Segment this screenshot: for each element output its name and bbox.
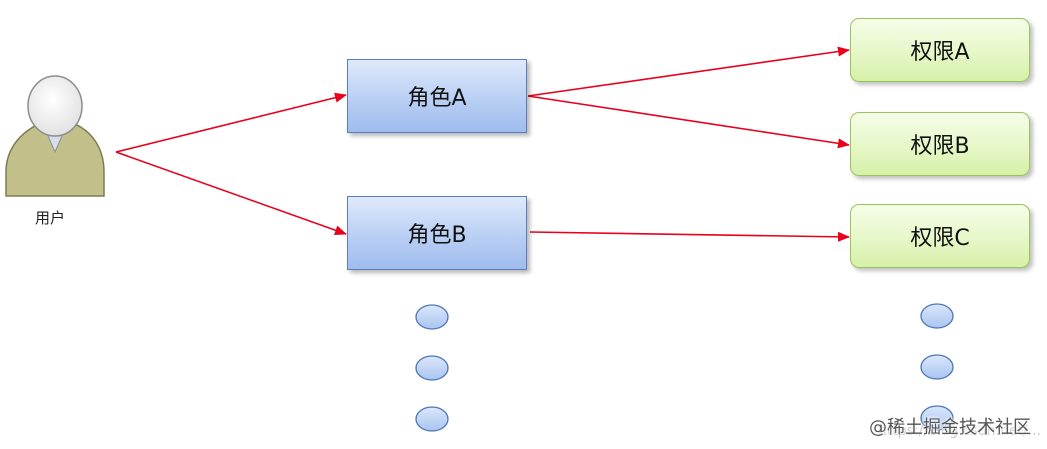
ellipsis-dot bbox=[415, 355, 449, 381]
arrow-role-a-to-permission-a bbox=[527, 46, 850, 97]
arrow-role-a-to-permission-b bbox=[527, 95, 850, 149]
permission-node-c: 权限C bbox=[850, 204, 1030, 268]
ellipsis-dot bbox=[920, 405, 954, 431]
ellipsis-dot bbox=[920, 303, 954, 329]
connector-arrows bbox=[115, 46, 850, 242]
user-icon bbox=[5, 75, 105, 197]
role-node-a: 角色A bbox=[347, 59, 527, 133]
role-node-b: 角色B bbox=[347, 196, 527, 270]
user-head-shape bbox=[27, 75, 83, 137]
permission-ellipsis bbox=[920, 303, 954, 431]
permission-node-a: 权限A bbox=[850, 18, 1030, 82]
watermark-text: @稀土掘金技术社区 bbox=[869, 417, 1031, 438]
ellipsis-dot bbox=[920, 354, 954, 380]
permission-label: 权限C bbox=[910, 226, 970, 251]
role-label: 角色A bbox=[407, 86, 467, 111]
role-label: 角色B bbox=[407, 223, 467, 248]
watermark-url: https://blog.csdn.net/... bbox=[877, 423, 1041, 439]
ellipsis-dot bbox=[415, 406, 449, 432]
user-label: 用户 bbox=[35, 209, 66, 227]
ellipsis-dot bbox=[415, 304, 449, 330]
arrow-user-to-role-a bbox=[115, 92, 347, 153]
arrow-role-b-to-permission-c bbox=[529, 231, 850, 242]
arrow-user-to-role-b bbox=[115, 151, 347, 236]
permission-label: 权限B bbox=[910, 134, 970, 159]
permission-node-b: 权限B bbox=[850, 112, 1030, 176]
role-ellipsis bbox=[415, 304, 449, 432]
permission-label: 权限A bbox=[910, 40, 970, 65]
